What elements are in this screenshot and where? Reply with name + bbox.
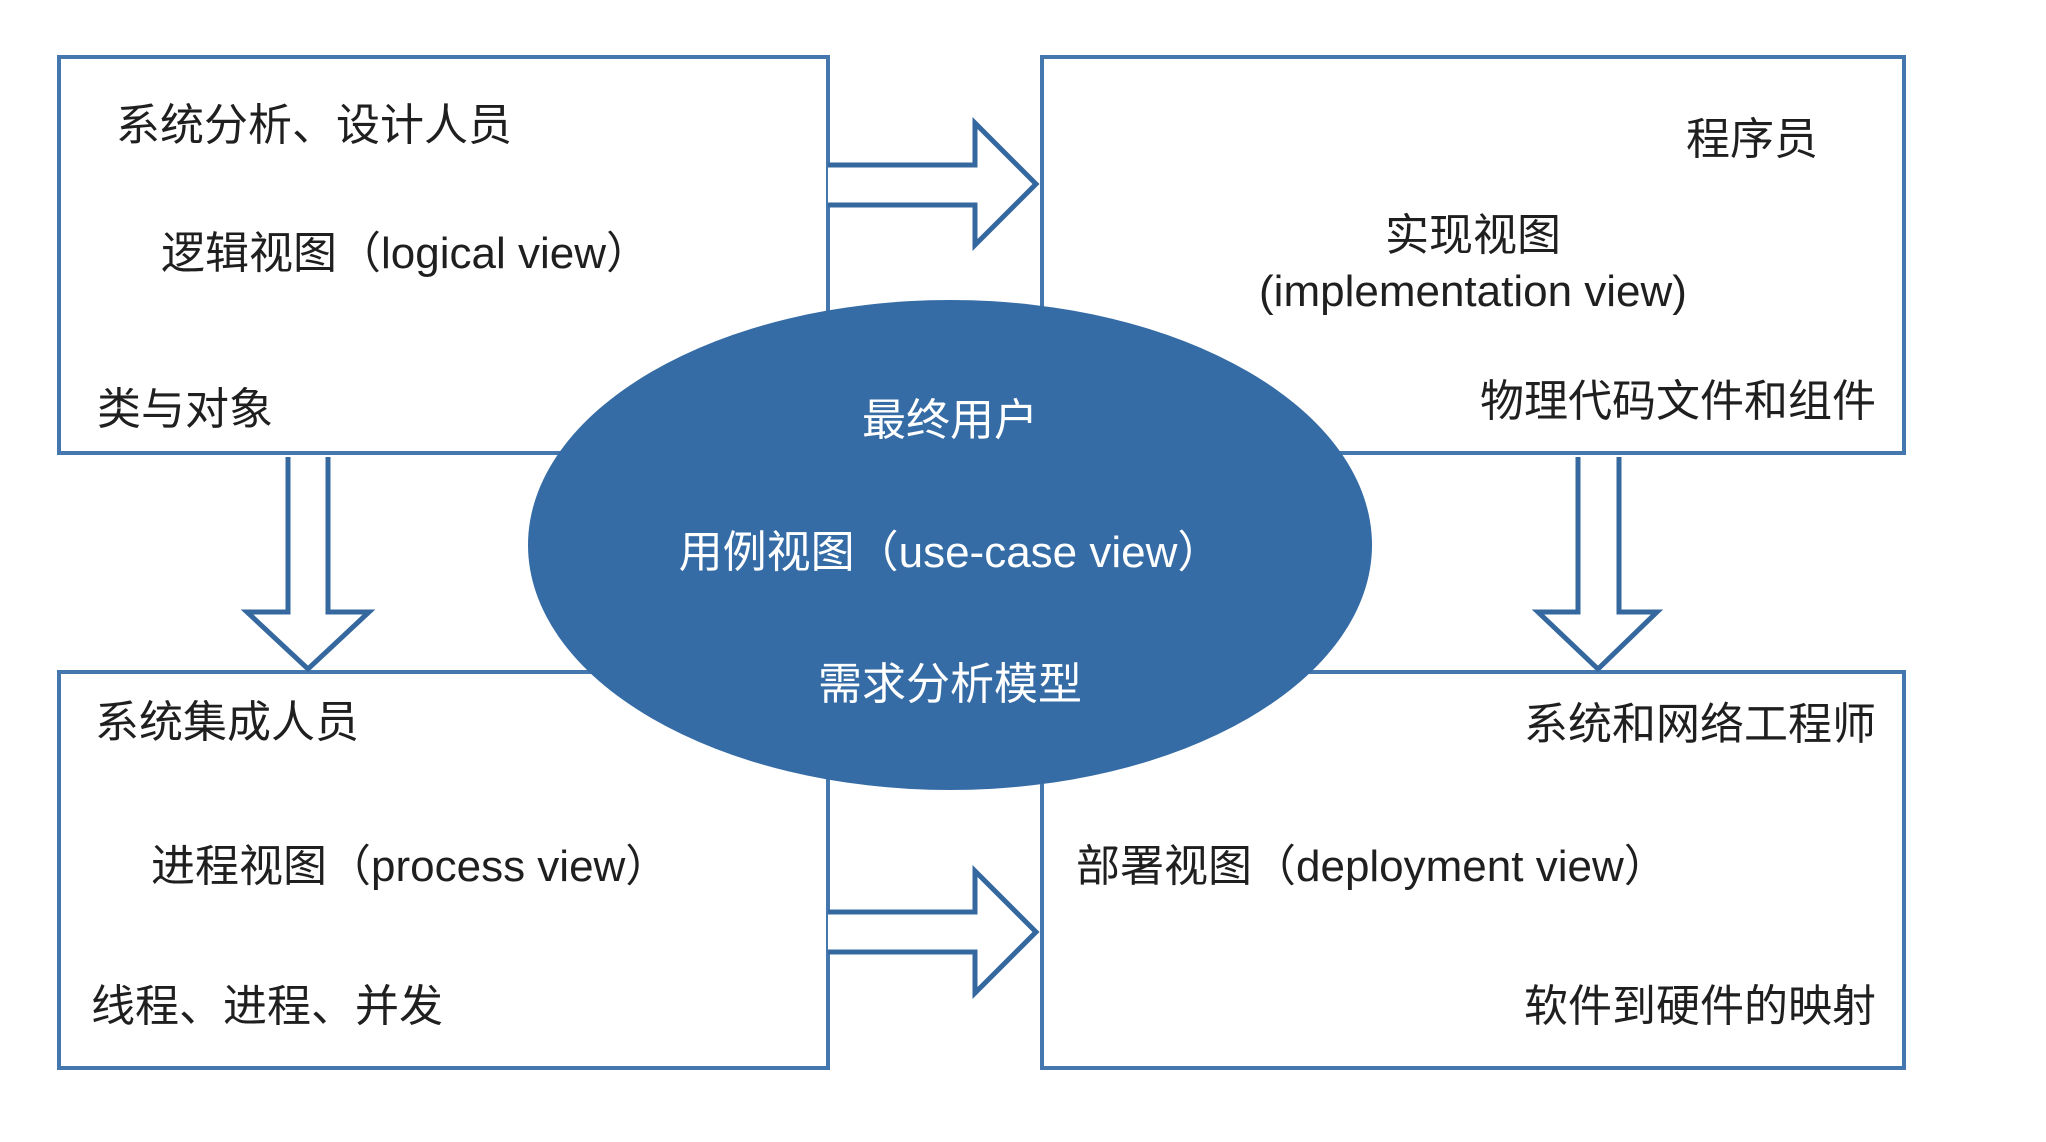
logical-view-box: 系统分析、设计人员 逻辑视图（logical view） 类与对象: [57, 55, 830, 455]
implementation-view-box: 程序员 实现视图 (implementation view) 物理代码文件和组件: [1040, 55, 1906, 455]
down-arrow-icon: [1531, 457, 1664, 673]
implementation-view-artifact-label: 物理代码文件和组件: [1480, 377, 1876, 426]
logical-view-role-label: 系统分析、设计人员: [116, 101, 512, 150]
down-arrow-icon: [240, 457, 376, 673]
logical-view-artifact-label: 类与对象: [97, 385, 273, 434]
process-view-artifact-label: 线程、进程、并发: [91, 982, 443, 1031]
use-case-view-artifact-label: 需求分析模型: [818, 660, 1082, 709]
use-case-view-title: 用例视图（use-case view）: [678, 528, 1222, 577]
implementation-view-title-cn: 实现视图: [1385, 211, 1561, 260]
deployment-view-title: 部署视图（deployment view）: [1076, 842, 1668, 891]
implementation-view-title-en: (implementation view): [1259, 267, 1687, 316]
process-view-title: 进程视图（process view）: [151, 842, 670, 891]
deployment-view-artifact-label: 软件到硬件的映射: [1524, 982, 1876, 1031]
implementation-view-role-label: 程序员: [1686, 115, 1818, 164]
deployment-view-role-label: 系统和网络工程师: [1524, 700, 1876, 749]
use-case-view-audience-label: 最终用户: [862, 396, 1038, 445]
use-case-view-ellipse: 最终用户 用例视图（use-case view） 需求分析模型: [528, 300, 1372, 790]
process-view-box: 系统集成人员 进程视图（process view） 线程、进程、并发: [57, 670, 830, 1070]
right-arrow-icon: [828, 864, 1040, 1000]
right-arrow-icon: [828, 116, 1040, 252]
logical-view-title: 逻辑视图（logical view）: [161, 229, 650, 278]
process-view-role-label: 系统集成人员: [95, 698, 359, 747]
